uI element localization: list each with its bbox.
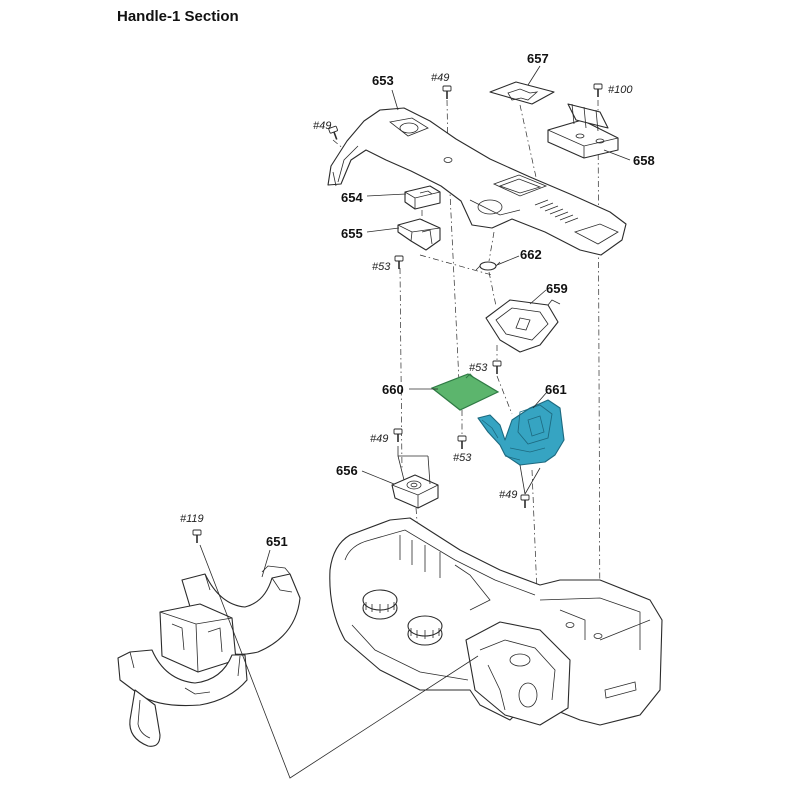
screw-49-top — [442, 85, 452, 99]
screw-guide-661 — [519, 464, 541, 495]
knob-right — [407, 615, 443, 646]
screw-label-49-656: #49 — [370, 433, 388, 445]
screw-label-119: #119 — [180, 513, 204, 525]
label-658: 658 — [633, 153, 655, 168]
part-656-block — [391, 474, 439, 509]
screw-53-upper — [394, 255, 404, 269]
part-659-plate — [485, 299, 561, 353]
screw-label-53-upper: #53 — [372, 261, 391, 273]
part-651-clamp — [117, 565, 301, 747]
label-661: 661 — [545, 382, 567, 397]
part-658-bracket — [547, 103, 619, 159]
part-653-handle-cover — [327, 107, 627, 256]
switch-body — [477, 399, 565, 466]
knob-left — [362, 589, 398, 620]
screw-100 — [593, 83, 603, 97]
screw-label-53-lower: #53 — [453, 452, 472, 464]
screw-49-656 — [393, 428, 403, 442]
guide-line-119 — [199, 544, 479, 779]
screw-49-left — [328, 125, 338, 140]
screw-guide-656 — [397, 446, 431, 485]
label-655: 655 — [341, 226, 363, 241]
label-657: 657 — [527, 51, 549, 66]
label-662: 662 — [520, 247, 542, 262]
label-654: 654 — [341, 190, 363, 205]
label-656: 656 — [336, 463, 358, 478]
screw-49-661 — [520, 494, 530, 508]
label-653: 653 — [372, 73, 394, 88]
screw-53-lower — [457, 435, 467, 449]
label-660: 660 — [382, 382, 404, 397]
label-651: 651 — [266, 534, 288, 549]
screw-label-53-middle: #53 — [469, 362, 488, 374]
screw-label-100: #100 — [608, 84, 633, 96]
part-655-holder — [397, 218, 441, 251]
screw-label-49-661: #49 — [499, 489, 517, 501]
label-659: 659 — [546, 281, 568, 296]
part-660-circuit-board — [430, 373, 500, 411]
part-654-holder — [404, 185, 441, 210]
section-title: Handle-1 Section — [117, 8, 239, 25]
part-661-switch-unit — [477, 399, 565, 466]
handle-body — [329, 517, 663, 726]
board-body — [432, 374, 498, 410]
leader-lines — [261, 65, 631, 578]
screw-53-middle — [492, 360, 502, 374]
screw-label-49-left: #49 — [313, 120, 331, 132]
screw-label-49-top: #49 — [431, 72, 449, 84]
part-662-clip — [475, 261, 501, 271]
part-657-plate — [489, 81, 555, 105]
screw-119 — [192, 529, 202, 543]
